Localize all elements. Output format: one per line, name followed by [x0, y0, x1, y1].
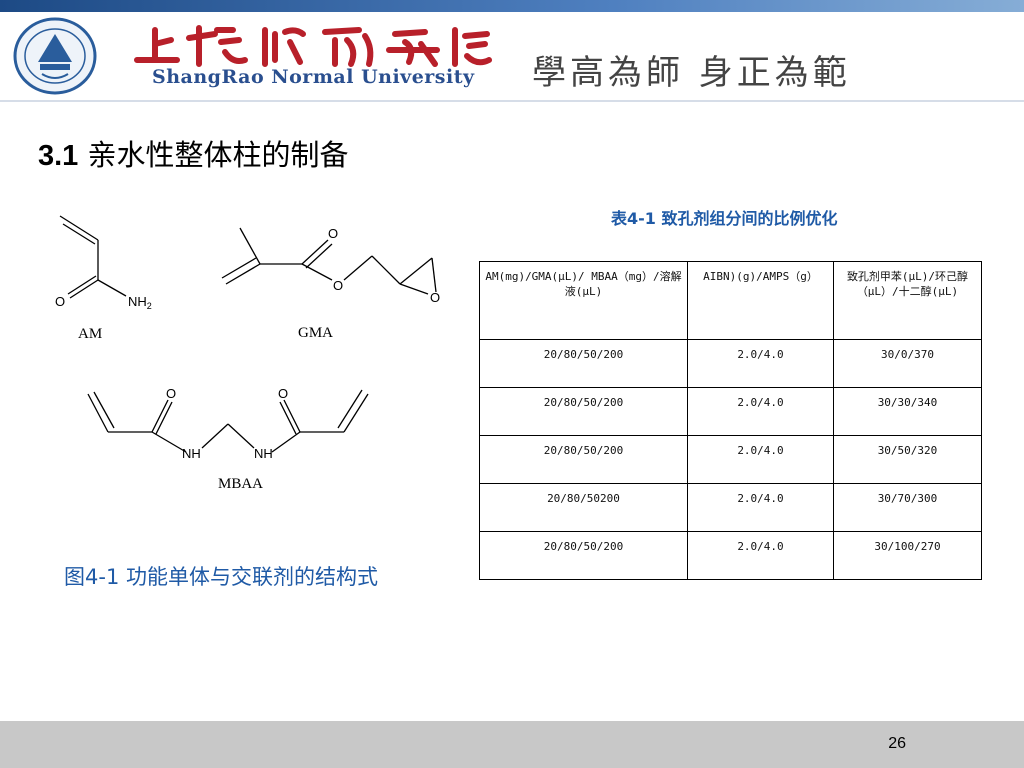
table-cell: 30/30/340 [833, 387, 982, 436]
table-cell: 30/70/300 [833, 483, 982, 532]
gma-carbonyl-oxygen-label: O [328, 226, 338, 241]
calligraphy-university-name [134, 25, 492, 67]
am-nh2-label: NH2 [128, 294, 152, 311]
mbaa-nh-right-label: NH [254, 446, 273, 461]
gma-epoxide-oxygen-label: O [430, 290, 440, 305]
top-accent-bar [0, 0, 1024, 12]
mbaa-nh-left-label: NH [182, 446, 201, 461]
chemical-structures: O NH2 AM O O O GMA O O NH NH MBAA [55, 215, 440, 492]
header-divider [0, 100, 1024, 102]
porogen-ratio-table: AM(mg)/GMA(μL)/ MBAA（mg）/溶解液(μL) AIBN)(g… [479, 261, 982, 580]
table-row: 20/80/50200 2.0/4.0 30/70/300 [479, 483, 982, 532]
table-cell: 20/80/50200 [479, 483, 688, 532]
table-row: 20/80/50/200 2.0/4.0 30/100/270 [479, 531, 982, 580]
table-cell: 2.0/4.0 [687, 483, 834, 532]
table-cell: 2.0/4.0 [687, 339, 834, 388]
table-cell: 30/50/320 [833, 435, 982, 484]
page-number: 26 [888, 735, 906, 752]
mbaa-oxygen-left-label: O [166, 386, 176, 401]
table-cell: 20/80/50/200 [479, 387, 688, 436]
gma-name-label: GMA [298, 325, 333, 341]
am-oxygen-label: O [55, 294, 65, 309]
table-row: 20/80/50/200 2.0/4.0 30/50/320 [479, 435, 982, 484]
mbaa-oxygen-right-label: O [278, 386, 288, 401]
slide-footer: 26 [0, 721, 1024, 768]
table-cell: 30/100/270 [833, 531, 982, 580]
university-seal-logo [13, 17, 97, 95]
table-cell: 20/80/50/200 [479, 339, 688, 388]
table-header-row: AM(mg)/GMA(μL)/ MBAA（mg）/溶解液(μL) AIBN)(g… [479, 261, 982, 340]
table-row: 20/80/50/200 2.0/4.0 30/30/340 [479, 387, 982, 436]
table-header-cell: AIBN)(g)/AMPS（g） [687, 261, 834, 340]
table-cell: 20/80/50/200 [479, 435, 688, 484]
figure-caption: 图4-1 功能单体与交联剂的结构式 [64, 565, 378, 589]
table-header-cell: 致孔剂甲苯(μL)/环己醇（μL）/十二醇(μL) [833, 261, 982, 340]
mbaa-name-label: MBAA [218, 476, 263, 492]
table-header-cell: AM(mg)/GMA(μL)/ MBAA（mg）/溶解液(μL) [479, 261, 688, 340]
slide-title-text: 亲水性整体柱的制备 [87, 138, 349, 172]
table-cell: 20/80/50/200 [479, 531, 688, 580]
slide-title: 3.1 亲水性整体柱的制备 [38, 132, 349, 174]
table-cell: 2.0/4.0 [687, 387, 834, 436]
gma-ester-oxygen-label: O [333, 278, 343, 293]
university-motto: 學高為師 身正為範 [532, 53, 851, 93]
table-row: 20/80/50/200 2.0/4.0 30/0/370 [479, 339, 982, 388]
am-name-label: AM [78, 326, 102, 342]
table-cell: 2.0/4.0 [687, 435, 834, 484]
university-english-name: ShangRao Normal University [152, 66, 475, 88]
table-cell: 30/0/370 [833, 339, 982, 388]
slide-title-number: 3.1 [38, 140, 79, 172]
table-cell: 2.0/4.0 [687, 531, 834, 580]
table-caption: 表4-1 致孔剂组分间的比例优化 [611, 209, 838, 228]
